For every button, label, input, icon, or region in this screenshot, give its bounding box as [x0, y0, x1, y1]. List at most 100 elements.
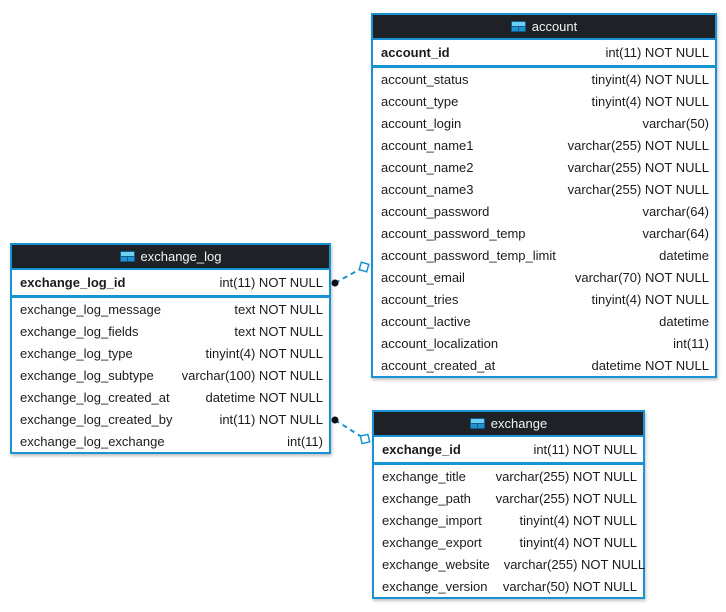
relationship-exchange_log-exchange[interactable] — [331, 416, 371, 445]
primary-key-section: account_id int(11) NOT NULL — [373, 40, 715, 68]
table-title: exchange — [490, 416, 548, 431]
table-title: exchange_log — [140, 249, 222, 264]
field-type: text NOT NULL — [234, 323, 323, 339]
field-type: int(11) — [673, 335, 709, 351]
field-type: int(11) NOT NULL — [533, 442, 637, 457]
field-type: varchar(255) NOT NULL — [495, 490, 637, 506]
field-name: account_id — [381, 45, 450, 60]
table-header[interactable]: exchange_log — [12, 245, 329, 270]
field-type: tinyint(4) NOT NULL — [519, 534, 637, 550]
field-name: account_email — [381, 269, 465, 285]
field-name: exchange_website — [382, 556, 490, 572]
table-header[interactable]: account — [373, 15, 715, 40]
table-row: account_password varchar(64) — [373, 200, 715, 222]
field-name: exchange_log_exchange — [20, 433, 165, 449]
field-name: exchange_version — [382, 578, 488, 594]
field-type: datetime NOT NULL — [205, 389, 323, 405]
table-row: exchange_log_created_at datetime NOT NULL — [12, 386, 329, 408]
primary-key-section: exchange_log_id int(11) NOT NULL — [12, 270, 329, 298]
field-name: exchange_export — [382, 534, 482, 550]
table-icon — [119, 251, 135, 262]
field-name: exchange_id — [382, 442, 461, 457]
table-icon — [469, 418, 485, 429]
table-row: exchange_log_message text NOT NULL — [12, 298, 329, 320]
field-name: account_name3 — [381, 181, 474, 197]
field-type: int(11) NOT NULL — [605, 45, 709, 60]
field-name: account_lactive — [381, 313, 471, 329]
field-type: datetime NOT NULL — [591, 357, 709, 373]
field-type: int(11) NOT NULL — [219, 275, 323, 290]
table-row: exchange_log_created_by int(11) NOT NULL — [12, 408, 329, 430]
field-name: account_type — [381, 93, 459, 109]
table-row: account_type tinyint(4) NOT NULL — [373, 90, 715, 112]
field-type: varchar(50) — [642, 115, 709, 131]
field-type: varchar(255) NOT NULL — [495, 468, 637, 484]
field-type: varchar(255) NOT NULL — [503, 556, 646, 572]
field-type: tinyint(4) NOT NULL — [591, 93, 709, 109]
field-type: varchar(255) NOT NULL — [567, 181, 709, 197]
field-type: varchar(64) — [642, 203, 709, 219]
connector-dot-endpoint — [331, 416, 339, 424]
field-name: exchange_log_message — [20, 301, 161, 317]
table-row: exchange_export tinyint(4) NOT NULL — [374, 531, 643, 553]
field-name: exchange_log_created_by — [20, 411, 173, 427]
table-row: exchange_log_subtype varchar(100) NOT NUL… — [12, 364, 329, 386]
field-type: datetime — [659, 247, 709, 263]
field-name: exchange_path — [382, 490, 471, 506]
table-row: exchange_website varchar(255) NOT NULL — [374, 553, 646, 575]
table-exchange[interactable]: exchange exchange_id int(11) NOT NULL exc… — [372, 410, 645, 599]
field-name: account_login — [381, 115, 462, 131]
field-type: tinyint(4) NOT NULL — [591, 71, 709, 87]
table-row: exchange_title varchar(255) NOT NULL — [374, 465, 643, 487]
primary-key-section: exchange_id int(11) NOT NULL — [374, 437, 643, 465]
field-name: exchange_log_id — [20, 275, 126, 290]
field-type: datetime — [659, 313, 709, 329]
field-type: int(11) NOT NULL — [219, 411, 323, 427]
table-header[interactable]: exchange — [374, 412, 643, 437]
field-type: varchar(64) — [642, 225, 709, 241]
field-type: tinyint(4) NOT NULL — [519, 512, 637, 528]
table-row: account_email varchar(70) NOT NULL — [373, 266, 715, 288]
field-type: varchar(100) NOT NULL — [181, 367, 323, 383]
table-row: account_name3 varchar(255) NOT NULL — [373, 178, 715, 200]
field-name: account_password — [381, 203, 490, 219]
table-exchange-log[interactable]: exchange_log exchange_log_id int(11) NOT … — [10, 243, 331, 454]
field-name: account_created_at — [381, 357, 496, 373]
table-title: account — [531, 19, 578, 34]
field-name: exchange_log_subtype — [20, 367, 154, 383]
field-type: varchar(70) NOT NULL — [574, 269, 709, 285]
field-name: account_localization — [381, 335, 499, 351]
field-type: varchar(50) NOT NULL — [502, 578, 637, 594]
field-name: account_password_temp — [381, 225, 526, 241]
table-row-primary-key: exchange_log_id int(11) NOT NULL — [12, 270, 329, 295]
field-type: text NOT NULL — [234, 301, 323, 317]
field-name: exchange_log_created_at — [20, 389, 170, 405]
connector-dot-endpoint — [331, 279, 339, 287]
table-icon — [510, 21, 526, 32]
table-row: account_password_temp varchar(64) — [373, 222, 715, 244]
relationship-exchange_log-account[interactable] — [331, 261, 370, 287]
table-row: account_created_at datetime NOT NULL — [373, 354, 715, 376]
table-account[interactable]: account account_id int(11) NOT NULL accou… — [371, 13, 717, 378]
field-name: account_name1 — [381, 137, 474, 153]
table-row: account_login varchar(50) — [373, 112, 715, 134]
table-row-primary-key: exchange_id int(11) NOT NULL — [374, 437, 643, 462]
field-name: account_tries — [381, 291, 459, 307]
table-row: exchange_version varchar(50) NOT NULL — [374, 575, 643, 597]
field-type: varchar(255) NOT NULL — [567, 137, 709, 153]
field-name: exchange_title — [382, 468, 466, 484]
connector-diamond-endpoint — [358, 261, 370, 273]
table-row: exchange_path varchar(255) NOT NULL — [374, 487, 643, 509]
